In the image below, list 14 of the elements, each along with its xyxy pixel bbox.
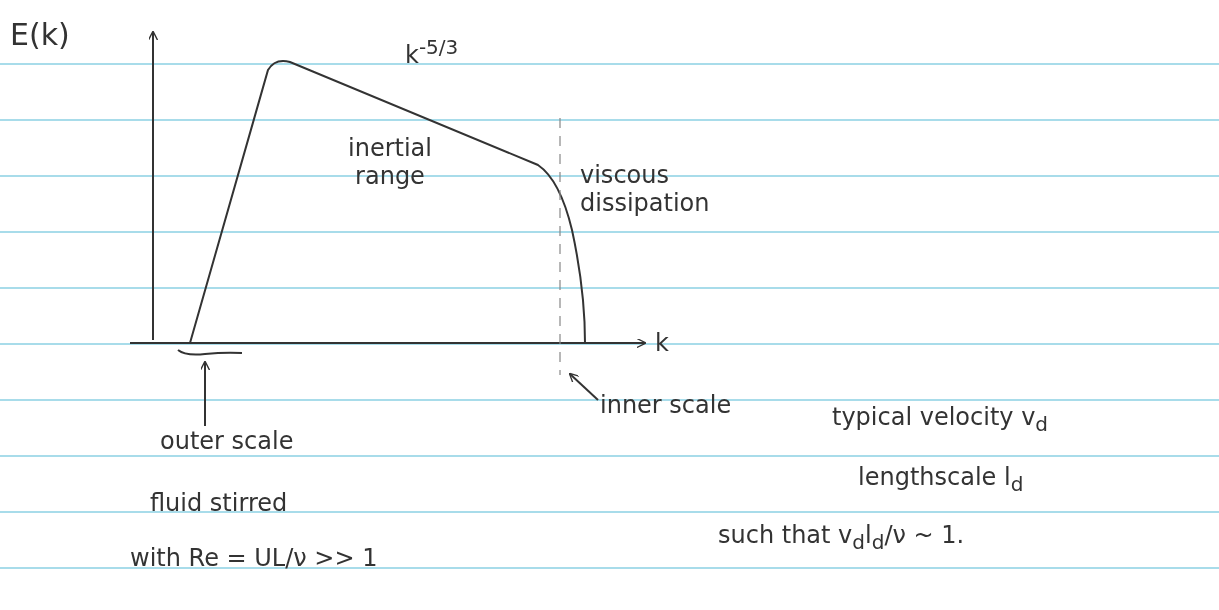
scale-label: outer scale [160,428,294,456]
region-label: inertial range [347,135,433,191]
scale-label: inner scale [600,392,732,420]
leader-arrow [568,372,599,401]
note-text: typical velocity v$_{d}$ [832,404,1049,436]
axis-label: E(k) [10,18,70,53]
equation-text: such that v$_{d}$l$_{d}$/ν ~ 1. [718,522,965,554]
leader-arrow [199,360,211,427]
equation-text: with Re = UL/ν >> 1 [130,545,378,573]
note-text: lengthscale l$_{d}$ [858,464,1024,496]
region-label: viscous dissipation [580,162,711,218]
axis-label: k [655,330,669,358]
power-law-label: k$^{-5/3}$ [405,36,459,70]
note-text: fluid stirred [150,490,288,518]
